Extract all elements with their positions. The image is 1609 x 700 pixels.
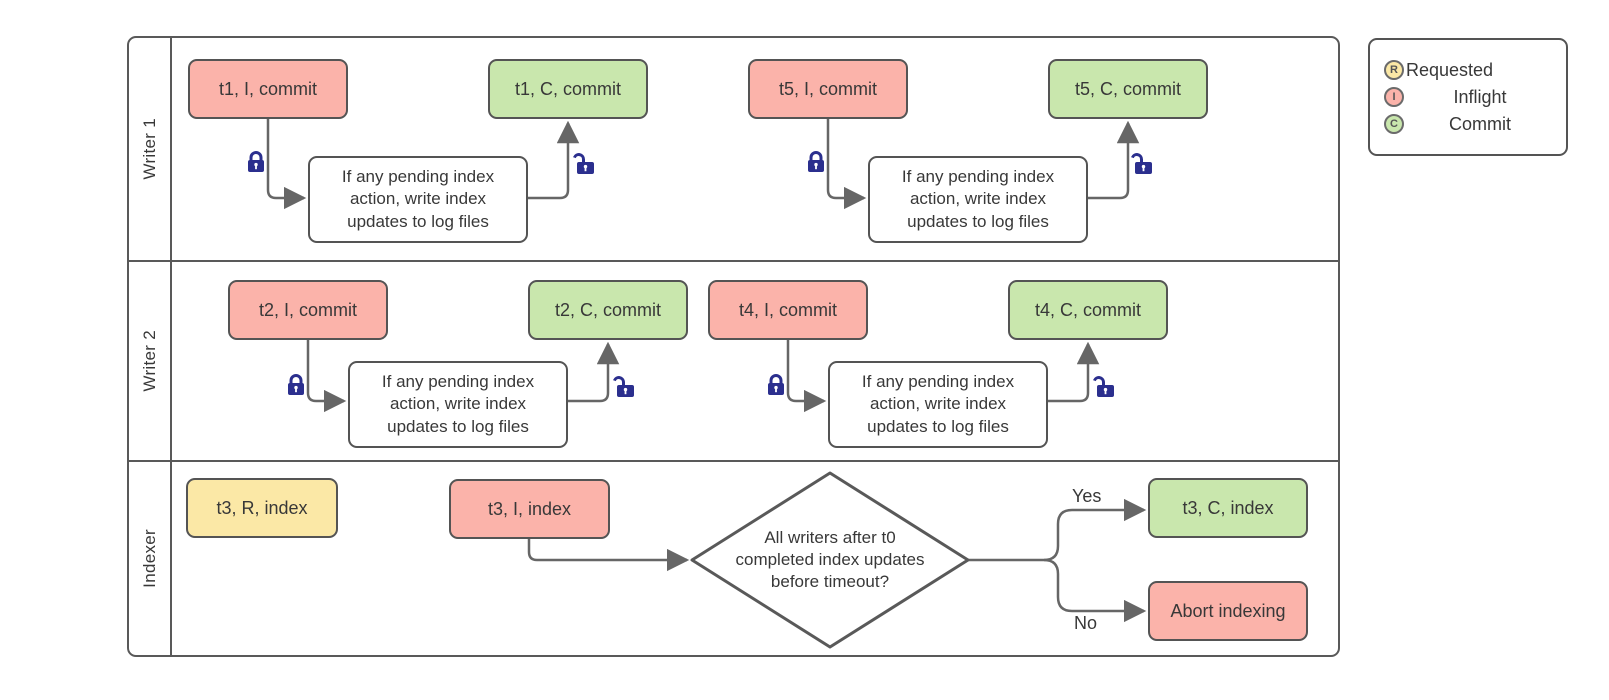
- lock-closed-icon: [246, 151, 266, 174]
- edge-t5-inflight-to-process: [826, 119, 867, 210]
- edge-process-to-t5-commit: [1088, 120, 1140, 200]
- decision-label: All writers after t0 completed index upd…: [735, 528, 925, 592]
- lane-writer-1: Writer 1: [129, 38, 1338, 260]
- legend: R Requested I Inflight C Commit: [1368, 38, 1568, 156]
- lock-open-icon: [612, 376, 636, 399]
- edge-yes-branch: [1043, 498, 1147, 562]
- node-t4-inflight: t4, I, commit: [708, 280, 868, 340]
- node-t5-commit: t5, C, commit: [1048, 59, 1208, 119]
- node-t4-commit-label: t4, C, commit: [1034, 299, 1141, 320]
- lane-writer-2-header: Writer 2: [129, 262, 172, 460]
- node-process-t1-label: If any pending index action, write index…: [341, 166, 495, 231]
- lock-open-icon: [1092, 376, 1116, 399]
- edge-process-to-t4-commit: [1048, 341, 1100, 403]
- node-t3-inflight-label: t3, I, index: [487, 498, 572, 519]
- lock-open-icon: [1130, 153, 1154, 176]
- node-t4-commit: t4, C, commit: [1008, 280, 1168, 340]
- lane-indexer: Indexer: [129, 460, 1338, 655]
- legend-item-requested: R Requested: [1384, 57, 1556, 84]
- node-process-t2-label: If any pending index action, write index…: [381, 371, 535, 436]
- edge-t2-inflight-to-process: [306, 340, 347, 413]
- lock-closed-icon: [286, 374, 306, 397]
- node-t5-inflight-label: t5, I, commit: [778, 78, 877, 99]
- node-t3-commit: t3, C, index: [1148, 478, 1308, 538]
- node-t2-inflight-label: t2, I, commit: [258, 299, 357, 320]
- node-t1-inflight: t1, I, commit: [188, 59, 348, 119]
- node-t4-inflight-label: t4, I, commit: [738, 299, 837, 320]
- node-process-t4-label: If any pending index action, write index…: [861, 371, 1015, 436]
- node-t3-commit-label: t3, C, index: [1182, 497, 1274, 518]
- inflight-state-icon: I: [1384, 87, 1404, 107]
- legend-requested-label: Requested: [1406, 59, 1494, 80]
- node-process-t1: If any pending index action, write index…: [308, 156, 528, 243]
- lock-closed-icon: [766, 374, 786, 397]
- lane-writer-2: Writer 2: [129, 260, 1338, 460]
- yes-branch-label: Yes: [1072, 486, 1102, 506]
- lane-indexer-header: Indexer: [129, 462, 172, 655]
- no-branch-label: No: [1074, 613, 1098, 633]
- node-t2-commit-label: t2, C, commit: [554, 299, 661, 320]
- edge-t1-inflight-to-process: [266, 119, 307, 210]
- node-t3-requested-label: t3, R, index: [216, 497, 308, 518]
- legend-item-inflight: I Inflight: [1384, 84, 1556, 111]
- edge-process-to-t2-commit: [568, 341, 620, 403]
- edge-no-branch: [1043, 558, 1147, 623]
- edge-t3-inflight-to-decision: [527, 539, 690, 572]
- node-t1-commit-label: t1, C, commit: [514, 78, 621, 99]
- legend-commit-label: Commit: [1449, 113, 1511, 134]
- node-t3-requested: t3, R, index: [186, 478, 338, 538]
- node-t1-inflight-label: t1, I, commit: [218, 78, 317, 99]
- legend-item-commit: C Commit: [1384, 111, 1556, 138]
- lock-closed-icon: [806, 151, 826, 174]
- node-abort-indexing-label: Abort indexing: [1170, 600, 1286, 621]
- node-t5-inflight: t5, I, commit: [748, 59, 908, 119]
- node-t2-commit: t2, C, commit: [528, 280, 688, 340]
- node-abort-indexing: Abort indexing: [1148, 581, 1308, 641]
- node-process-t4: If any pending index action, write index…: [828, 361, 1048, 448]
- decision-diamond: [690, 471, 970, 649]
- node-process-t5-label: If any pending index action, write index…: [901, 166, 1055, 231]
- edge-t4-inflight-to-process: [786, 340, 827, 413]
- legend-inflight-label: Inflight: [1453, 86, 1507, 107]
- node-t5-commit-label: t5, C, commit: [1074, 78, 1181, 99]
- node-t2-inflight: t2, I, commit: [228, 280, 388, 340]
- lock-open-icon: [572, 153, 596, 176]
- node-t3-inflight: t3, I, index: [449, 479, 610, 539]
- lane-writer-1-header: Writer 1: [129, 38, 172, 260]
- requested-state-icon: R: [1384, 60, 1404, 80]
- edge-process-to-t1-commit: [528, 120, 580, 200]
- commit-state-icon: C: [1384, 114, 1404, 134]
- node-t1-commit: t1, C, commit: [488, 59, 648, 119]
- node-process-t5: If any pending index action, write index…: [868, 156, 1088, 243]
- node-process-t2: If any pending index action, write index…: [348, 361, 568, 448]
